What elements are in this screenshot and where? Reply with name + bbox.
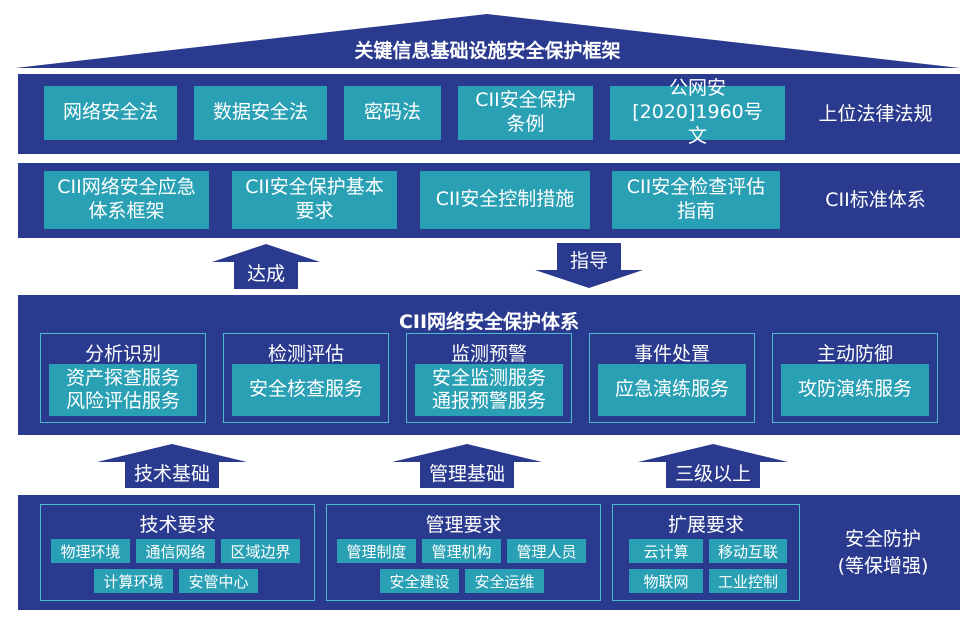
roof-shape xyxy=(15,14,960,68)
panel-content: 安全核查服务 xyxy=(232,364,380,416)
protection-panel: 分析识别 资产探查服务 风险评估服务 xyxy=(40,333,206,423)
panel-title: 管理要求 xyxy=(425,514,502,536)
laws-side-label: 上位法律法规 xyxy=(818,102,933,125)
panel-title: 监测预警 xyxy=(450,343,527,365)
protection-title: CII网络安全保护体系 xyxy=(398,311,580,333)
arrow-down-guide: 指导 xyxy=(535,243,643,288)
protection-panel: 检测评估 安全核查服务 xyxy=(223,333,389,423)
arrow-up-icon xyxy=(212,244,320,289)
protection-band: CII网络安全保护体系 分析识别 资产探查服务 风险评估服务 检测评估 安全核查… xyxy=(18,295,960,435)
arrow-up-level: 三级以上 xyxy=(638,444,788,488)
requirement-item: 通信网络 xyxy=(136,539,215,563)
requirement-item: 管理机构 xyxy=(422,539,501,563)
protection-panel: 主动防御 攻防演练服务 xyxy=(772,333,938,423)
arrow-up-tech: 技术基础 xyxy=(97,444,247,488)
arrow-label: 三级以上 xyxy=(674,462,751,485)
panel-title: 扩展要求 xyxy=(667,514,744,536)
requirement-item: 计算环境 xyxy=(94,569,173,593)
law-item: 密码法 xyxy=(344,86,441,140)
law-item: 公网安[2020]1960号文 xyxy=(610,77,785,147)
law-item: 网络安全法 xyxy=(44,86,177,140)
protection-panel: 事件处置 应急演练服务 xyxy=(589,333,755,423)
laws-band: 网络安全法 数据安全法 密码法 CII安全保护条例 公网安[2020]1960号… xyxy=(18,74,960,154)
standards-side-label: CII标准体系 xyxy=(825,189,926,212)
standard-item: CII网络安全应急体系框架 xyxy=(44,171,209,229)
requirement-item: 移动互联 xyxy=(709,539,787,563)
foundation-side-label: 安全防护 (等保增强) xyxy=(837,527,929,577)
arrow-up-mgmt: 管理基础 xyxy=(392,444,542,488)
tech-requirements-panel: 技术要求 物理环境 通信网络 区域边界 计算环境 安管中心 xyxy=(40,504,315,601)
law-item: CII安全保护条例 xyxy=(458,86,593,140)
arrow-up-achieve: 达成 xyxy=(212,244,320,289)
law-item: 数据安全法 xyxy=(194,86,327,140)
requirement-item: 安全运维 xyxy=(465,569,544,593)
roof: 关键信息基础设施安全保护框架 xyxy=(15,12,960,68)
standard-item: CII安全控制措施 xyxy=(420,171,590,229)
panel-title: 事件处置 xyxy=(633,343,710,365)
standards-band: CII网络安全应急体系框架 CII安全保护基本要求 CII安全控制措施 CII安… xyxy=(18,163,960,238)
arrow-label: 管理基础 xyxy=(428,462,505,485)
panel-content: 攻防演练服务 xyxy=(781,364,929,416)
requirement-item: 物理环境 xyxy=(51,539,130,563)
requirement-item: 管理人员 xyxy=(507,539,586,563)
panel-content: 安全监测服务 通报预警服务 xyxy=(415,364,563,416)
arrow-down-icon xyxy=(535,243,643,288)
foundation-band: 技术要求 物理环境 通信网络 区域边界 计算环境 安管中心 管理要求 管理制度 … xyxy=(18,495,960,610)
requirement-item: 云计算 xyxy=(629,539,703,563)
requirement-item: 工业控制 xyxy=(709,569,787,593)
requirement-item: 区域边界 xyxy=(221,539,300,563)
panel-title: 检测评估 xyxy=(267,343,344,365)
panel-title: 分析识别 xyxy=(84,343,161,365)
panel-content: 资产探查服务 风险评估服务 xyxy=(49,364,197,416)
panel-content: 应急演练服务 xyxy=(598,364,746,416)
panel-title: 主动防御 xyxy=(816,343,893,365)
roof-title: 关键信息基础设施安全保护框架 xyxy=(354,40,621,62)
requirement-item: 安管中心 xyxy=(179,569,258,593)
arrow-up-icon xyxy=(638,444,788,488)
requirement-item: 物联网 xyxy=(629,569,703,593)
arrow-up-icon xyxy=(392,444,542,488)
arrow-label: 达成 xyxy=(246,263,285,285)
mgmt-requirements-panel: 管理要求 管理制度 管理机构 管理人员 安全建设 安全运维 xyxy=(326,504,601,601)
panel-title: 技术要求 xyxy=(139,514,216,536)
arrow-label: 技术基础 xyxy=(133,462,210,485)
standard-item: CII安全检查评估指南 xyxy=(612,171,780,229)
requirement-item: 管理制度 xyxy=(337,539,416,563)
arrow-up-icon xyxy=(97,444,247,488)
requirement-item: 安全建设 xyxy=(380,569,459,593)
protection-panel: 监测预警 安全监测服务 通报预警服务 xyxy=(406,333,572,423)
arrow-label: 指导 xyxy=(569,249,608,272)
ext-requirements-panel: 扩展要求 云计算 移动互联 物联网 工业控制 xyxy=(612,504,800,601)
standard-item: CII安全保护基本要求 xyxy=(232,171,397,229)
